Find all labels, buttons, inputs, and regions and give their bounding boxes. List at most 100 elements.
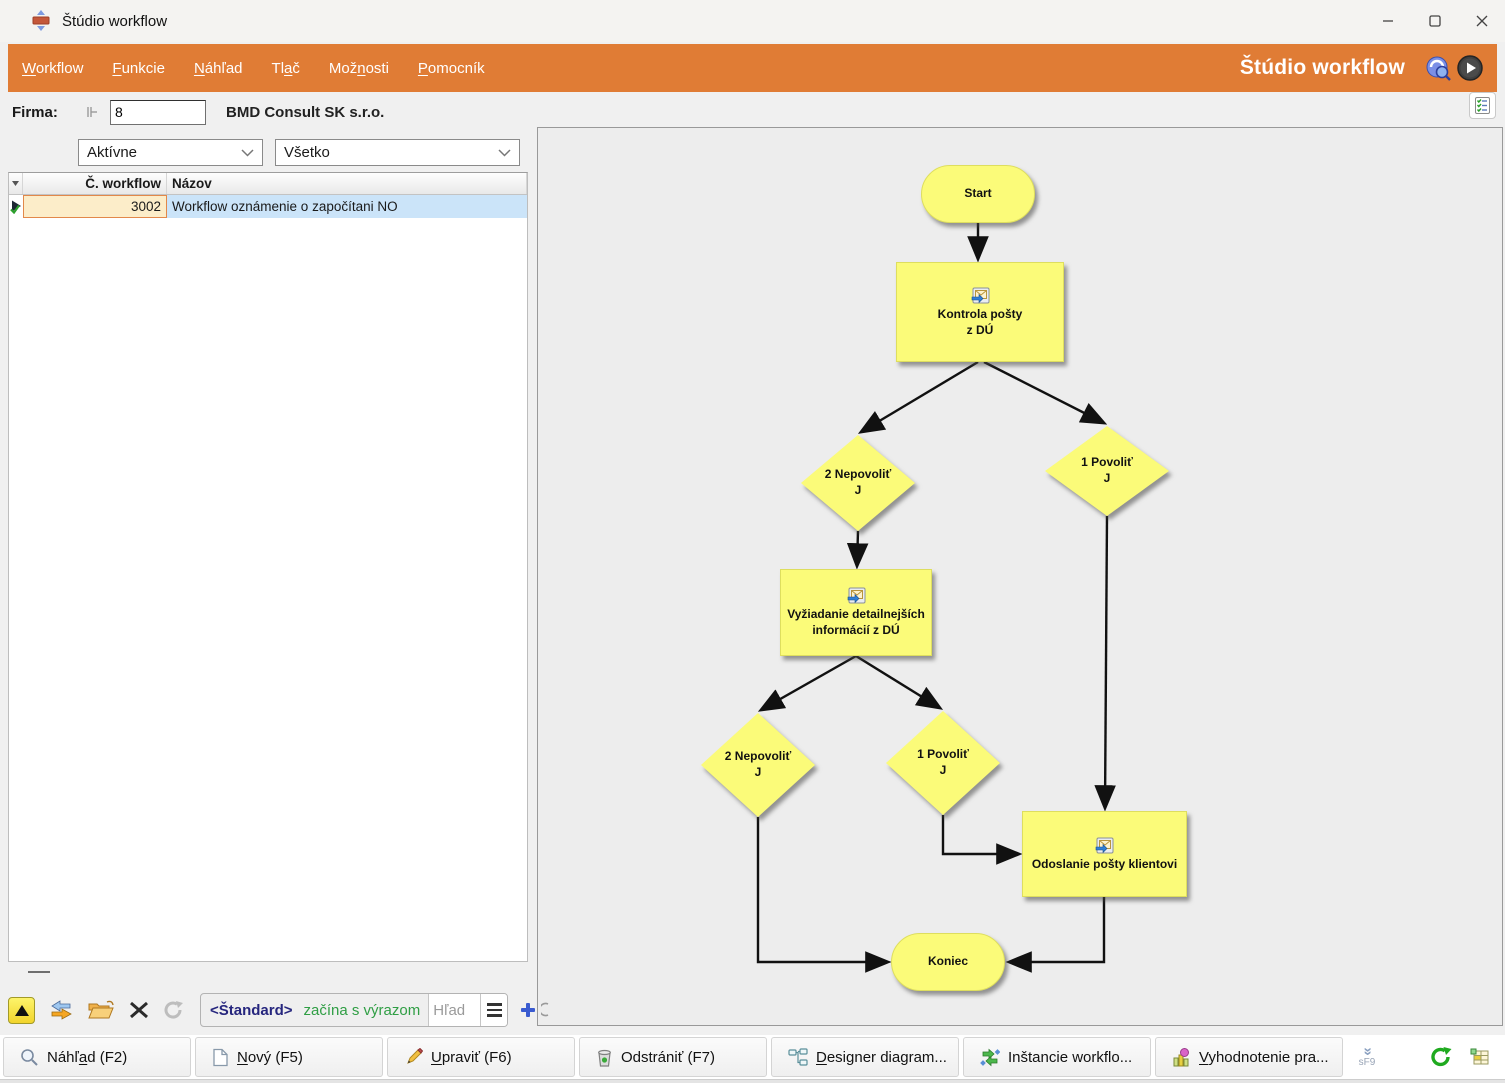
flow-node-start[interactable]: Start — [921, 165, 1035, 223]
maximize-button[interactable] — [1411, 0, 1458, 42]
collapse-panel-button[interactable] — [8, 996, 35, 1024]
flow-node-label: 1 Povoliť J — [1081, 455, 1133, 485]
pencil-icon — [407, 1047, 423, 1064]
status-strip — [0, 1079, 1505, 1083]
flow-node-label: 1 Povoliť J — [917, 747, 969, 777]
maximize-icon — [1428, 15, 1441, 27]
workflow-list: Č. workflow Názov 3002 Workflow oznámeni… — [8, 172, 528, 962]
flow-node-label: 2 Nepovoliť J — [824, 467, 892, 497]
x-icon — [130, 1001, 148, 1019]
chevron-down-icon — [498, 148, 511, 157]
flow-node-label: Vyžiadanie detailnejších informácií z DÚ — [787, 607, 925, 637]
novy-button[interactable]: Nový (F5) — [195, 1037, 383, 1077]
column-header-name[interactable]: Názov — [167, 173, 527, 194]
flow-node-vyziadanie[interactable]: Vyžiadanie detailnejších informácií z DÚ — [780, 569, 932, 656]
menu-bar: Workflow Funkcie Náhľad Tlač Možnosti Po… — [8, 44, 1497, 92]
search-input[interactable] — [428, 994, 481, 1026]
diagram-edges — [756, 223, 1116, 973]
refresh-icon — [164, 1001, 183, 1019]
type-filter-dropdown[interactable]: Všetko — [275, 139, 520, 166]
splitter-handle[interactable] — [28, 971, 50, 973]
flow-node-kontrola[interactable]: Kontrola pošty z DÚ — [896, 262, 1064, 362]
menu-workflow[interactable]: Workflow — [22, 59, 84, 77]
refresh-button-disabled[interactable] — [163, 1000, 185, 1020]
cell-workflow-number[interactable]: 3002 — [23, 195, 167, 218]
firma-row: Firma: BMD Consult SK s.r.o. — [0, 92, 1505, 132]
double-chevron-icon: « — [1358, 1047, 1376, 1056]
table-row[interactable]: 3002 Workflow oznámenie o započítani NO — [9, 195, 527, 218]
current-row-check-icon — [9, 200, 21, 214]
menu-funkcie[interactable]: Funkcie — [112, 59, 165, 77]
flow-node-label: Kontrola pošty z DÚ — [937, 306, 1023, 337]
flow-node-povolit1[interactable]: 1 Povoliť J — [1045, 426, 1169, 516]
status-filter-dropdown[interactable]: Aktívne — [78, 139, 263, 166]
more-actions-button[interactable]: « sF9 — [1358, 1047, 1376, 1068]
menu-tlac[interactable]: Tlač — [271, 59, 300, 77]
add-search-term-button[interactable] — [521, 1003, 536, 1017]
instances-icon — [980, 1048, 1000, 1066]
menu-pomocnik[interactable]: Pomocník — [417, 59, 485, 77]
flow-edge-2 — [983, 360, 1108, 425]
designer-diagram-button[interactable]: Designer diagram... — [771, 1037, 959, 1077]
run-play-icon[interactable] — [1457, 55, 1483, 81]
type-filter-value: Všetko — [284, 144, 330, 161]
column-options-button[interactable] — [9, 173, 23, 194]
trash-icon — [598, 1049, 611, 1067]
upravit-button[interactable]: Upraviť (F6) — [387, 1037, 575, 1077]
mail-action-icon — [971, 287, 989, 304]
open-folder-icon — [88, 1000, 114, 1019]
search-profile[interactable]: <Štandard> — [210, 1001, 293, 1019]
status-filter-value: Aktívne — [87, 144, 138, 161]
close-button[interactable] — [1458, 0, 1505, 42]
new-page-icon — [213, 1048, 228, 1066]
checklist-button[interactable] — [1469, 92, 1496, 119]
refresh-green-button[interactable] — [1430, 1047, 1452, 1067]
help-globe-icon[interactable] — [1425, 55, 1451, 81]
search-menu-button[interactable] — [480, 994, 508, 1026]
company-name: BMD Consult SK s.r.o. — [226, 103, 385, 121]
triangle-up-icon — [14, 1004, 29, 1016]
caret-down-icon — [12, 181, 19, 186]
nahlad-button[interactable]: Náhľad (F2) — [3, 1037, 191, 1077]
instancie-button[interactable]: Inštancie workflo... — [963, 1037, 1151, 1077]
flow-node-nepovolit2[interactable]: 2 Nepovoliť J — [701, 713, 815, 817]
field-lock-icon — [87, 107, 97, 117]
overflow-indicator — [541, 1002, 551, 1018]
odstranit-button[interactable]: Odstrániť (F7) — [579, 1037, 767, 1077]
menu-moznosti[interactable]: Možnosti — [328, 59, 389, 77]
diagram-panel: Start Kontrola pošty z DÚ 2 Nepovoliť J 1 … — [537, 127, 1503, 1026]
grid-settings-button[interactable] — [1470, 1048, 1490, 1066]
mail-action-icon — [847, 587, 865, 604]
flow-edge-7 — [941, 815, 1023, 865]
row-indicator — [9, 195, 23, 218]
title-bar: Štúdio workflow — [0, 0, 1505, 42]
flow-edge-9 — [756, 817, 892, 973]
swap-button[interactable] — [48, 999, 74, 1021]
search-mode[interactable]: začína s výrazom — [303, 1001, 421, 1019]
flow-edge-5 — [757, 654, 857, 712]
checklist-icon — [1475, 97, 1490, 114]
flow-edge-4 — [1094, 515, 1116, 812]
designer-tree-icon — [788, 1047, 808, 1066]
column-header-number[interactable]: Č. workflow — [23, 173, 167, 194]
app-icon — [32, 10, 50, 31]
flow-node-koniec[interactable]: Koniec — [891, 933, 1005, 991]
minimize-icon — [1382, 20, 1393, 22]
vyhodnotenie-button[interactable]: Vyhodnotenie pra... — [1155, 1037, 1343, 1077]
chevron-down-icon — [241, 148, 254, 157]
flow-node-povolit2[interactable]: 1 Povoliť J — [886, 711, 1000, 815]
delete-filter-button[interactable] — [128, 1000, 150, 1020]
bottom-button-bar: Náhľad (F2) Nový (F5) Upraviť (F6) Odstr… — [0, 1035, 1505, 1079]
menu-nahlad[interactable]: Náhľad — [193, 59, 243, 77]
firma-input[interactable] — [110, 99, 206, 125]
flow-node-odoslanie[interactable]: Odoslanie pošty klientovi — [1022, 811, 1187, 897]
minimize-button[interactable] — [1364, 0, 1411, 42]
hamburger-icon — [486, 1003, 502, 1006]
cell-workflow-name[interactable]: Workflow oznámenie o započítani NO — [167, 195, 527, 218]
open-button[interactable] — [87, 999, 115, 1021]
flow-node-label: Odoslanie pošty klientovi — [1031, 856, 1178, 871]
flow-node-label: 2 Nepovoliť J — [724, 749, 792, 779]
flow-node-nepovolit1[interactable]: 2 Nepovoliť J — [801, 435, 915, 531]
flow-edge-6 — [855, 654, 944, 710]
plus-icon — [521, 1003, 536, 1017]
